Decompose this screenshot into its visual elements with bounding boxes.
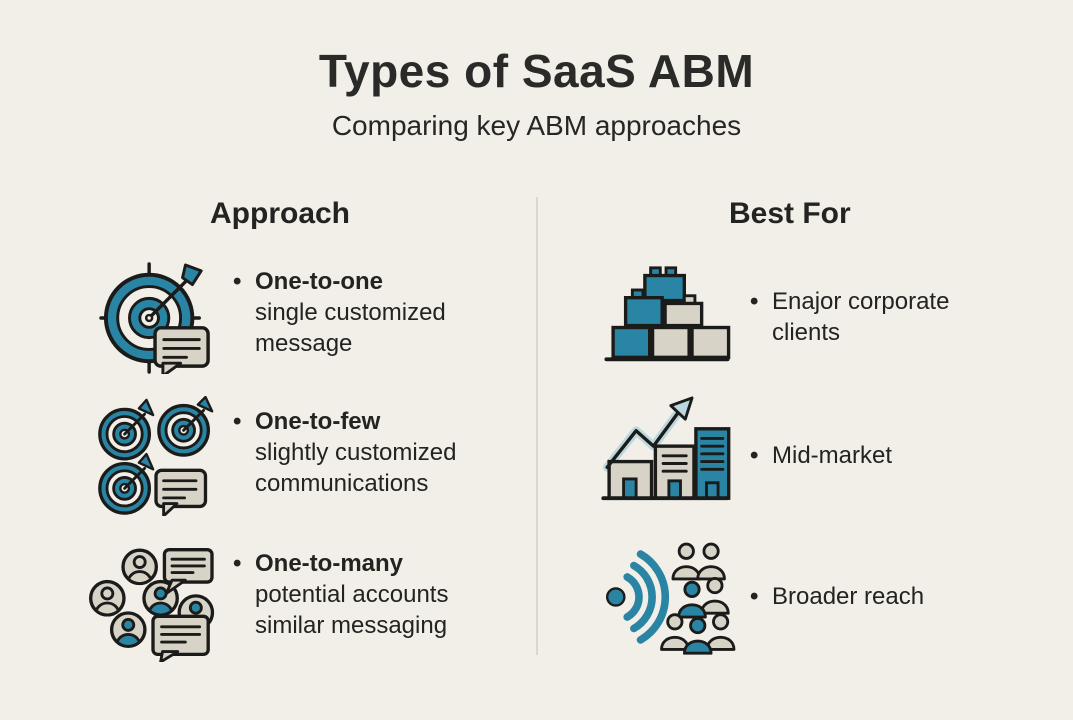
item-label: Broader reach bbox=[772, 583, 925, 610]
growth-buildings-icon bbox=[601, 396, 731, 501]
item-label: One-to-few bbox=[255, 408, 381, 435]
item-label: One-to-one bbox=[255, 268, 383, 295]
page-title: Types of SaaS ABM bbox=[318, 45, 755, 97]
item-description: potential accounts similar messaging bbox=[255, 581, 449, 639]
item-label: Enajor corporate clients bbox=[772, 288, 950, 346]
page-subtitle: Comparing key ABM approaches bbox=[331, 110, 742, 141]
item-label: One-to-many bbox=[255, 550, 404, 577]
best-for-item-corporate: • Enajor corporate clients bbox=[750, 286, 980, 348]
column-divider bbox=[536, 197, 538, 655]
best-for-item-broader-reach: • Broader reach bbox=[750, 581, 980, 612]
best-for-column-header: Best For bbox=[729, 197, 851, 230]
multi-targets-icon bbox=[98, 396, 214, 516]
item-description: single customized message bbox=[255, 299, 446, 357]
broadcast-reach-icon bbox=[605, 542, 736, 655]
approach-item-one-to-one: • One-to-one single customized message bbox=[233, 266, 490, 359]
bullet-marker: • bbox=[750, 583, 759, 610]
item-description: slightly customized communications bbox=[255, 439, 457, 497]
target-dart-icon bbox=[99, 262, 210, 374]
bullet-marker: • bbox=[233, 408, 242, 435]
approach-item-one-to-many: • One-to-many potential accounts similar… bbox=[233, 548, 490, 641]
people-group-icon bbox=[89, 548, 215, 662]
item-label: Mid-market bbox=[772, 442, 893, 469]
approach-item-one-to-few: • One-to-few slightly customized communi… bbox=[233, 406, 490, 499]
approach-column-header: Approach bbox=[210, 197, 351, 230]
best-for-item-mid-market: • Mid-market bbox=[750, 440, 980, 471]
building-blocks-icon bbox=[604, 266, 731, 362]
bullet-marker: • bbox=[233, 268, 242, 295]
bullet-marker: • bbox=[750, 288, 759, 315]
bullet-marker: • bbox=[233, 550, 242, 577]
bullet-marker: • bbox=[750, 442, 759, 469]
